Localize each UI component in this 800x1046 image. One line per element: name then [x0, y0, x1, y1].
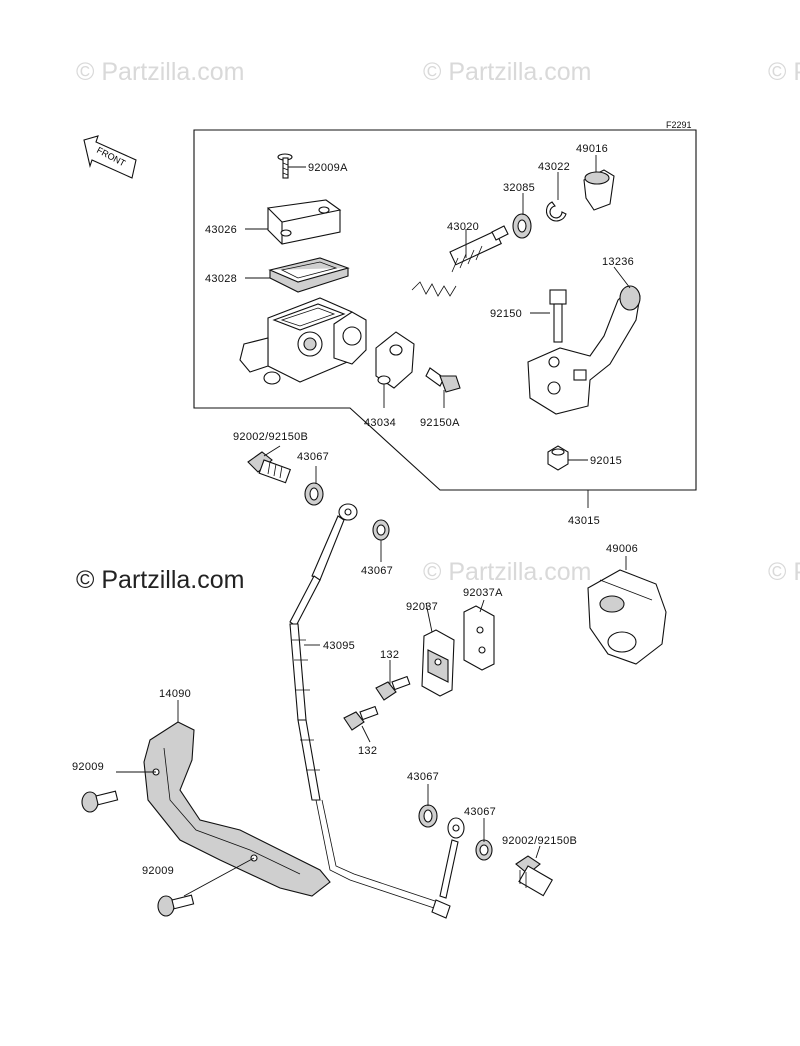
figure-id: F2291 [666, 120, 692, 130]
label-92002-92150b-bottom: 92002/92150B [502, 835, 577, 847]
label-43067-d: 43067 [464, 806, 496, 818]
bolt-92009-b [157, 894, 195, 917]
label-92037: 92037 [406, 601, 438, 613]
pivot-bolt-92150 [549, 289, 567, 343]
bolt-92150a [425, 367, 461, 393]
label-43067-c: 43067 [407, 771, 439, 783]
label-132-b: 132 [358, 745, 377, 757]
part-labels: 92009A 43026 43028 43020 32085 43022 490… [72, 143, 638, 877]
label-43022: 43022 [538, 161, 570, 173]
label-43026: 43026 [205, 224, 237, 236]
label-132-a: 132 [380, 649, 399, 661]
label-92002-92150b-top: 92002/92150B [233, 431, 308, 443]
watermark-mid-center: © Partzilla.com [423, 558, 591, 586]
label-92009-a: 92009 [72, 761, 104, 773]
label-13236: 13236 [602, 256, 634, 268]
lever-guard-49006 [587, 569, 667, 665]
piston-spring [411, 225, 509, 297]
label-43095: 43095 [323, 640, 355, 652]
label-43067-b: 43067 [361, 565, 393, 577]
label-43015: 43015 [568, 515, 600, 527]
label-43020: 43020 [447, 221, 479, 233]
brake-lever-13236 [527, 285, 641, 415]
assembly-frame [193, 129, 697, 491]
banjo-bolt-bottom [515, 855, 554, 897]
front-arrow-icon: FRONT [83, 135, 137, 179]
boot-49016 [583, 169, 615, 211]
label-43034: 43034 [364, 417, 396, 429]
circlip-43022 [545, 201, 567, 222]
label-43028: 43028 [205, 273, 237, 285]
brake-hose-43095 [289, 503, 465, 919]
screw-92009a [277, 153, 293, 179]
label-43067-a: 43067 [297, 451, 329, 463]
label-92015: 92015 [590, 455, 622, 467]
diaphragm [268, 257, 350, 293]
label-92009a: 92009A [308, 162, 348, 174]
label-32085: 32085 [503, 182, 535, 194]
reservoir-cap [266, 199, 342, 245]
label-49006: 49006 [606, 543, 638, 555]
watermark-top-right: © Partzilla.com [768, 58, 800, 86]
bolt-132-b [343, 705, 379, 731]
bolt-132-a [375, 675, 411, 701]
label-14090: 14090 [159, 688, 191, 700]
label-49016: 49016 [576, 143, 608, 155]
bolt-92009-a [81, 790, 119, 813]
hose-bracket-92037 [421, 629, 455, 697]
banjo-bolt-top [247, 451, 292, 484]
watermark-mid-right: © Partzilla.com [768, 558, 800, 586]
hose-bracket-92037a [463, 605, 495, 671]
watermark-top-center: © Partzilla.com [423, 58, 591, 86]
master-cylinder-body [239, 297, 367, 385]
clamp-43034 [375, 331, 415, 389]
label-92150: 92150 [490, 308, 522, 320]
label-92150a: 92150A [420, 417, 460, 429]
watermark-mid-left: © Partzilla.com [76, 566, 244, 594]
watermark-top-left: © Partzilla.com [76, 58, 244, 86]
label-92037a: 92037A [463, 587, 503, 599]
label-92009-b: 92009 [142, 865, 174, 877]
leader-lines [116, 155, 631, 897]
